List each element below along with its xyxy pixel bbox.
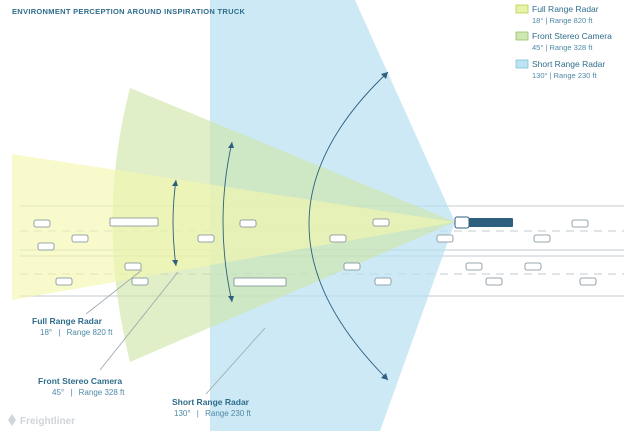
truck-trailer — [233, 277, 287, 287]
camera-range-arc — [222, 141, 233, 303]
full-range-radar-zone — [12, 154, 455, 300]
car — [372, 218, 390, 227]
legend-detail-short-range: 130° | Range 230 ft — [532, 71, 597, 80]
callouts: Full Range Radar 18° | Range 820 ft Fron… — [32, 316, 252, 418]
callout-label-short-range: Short Range Radar — [172, 397, 250, 407]
car — [197, 234, 215, 243]
car — [465, 262, 483, 271]
legend-swatch-camera — [515, 31, 529, 41]
callout-angle: 130° — [174, 409, 191, 418]
page-title: ENVIRONMENT PERCEPTION AROUND INSPIRATIO… — [12, 7, 246, 16]
callout-separator: | — [70, 388, 72, 397]
truck-trailer — [109, 217, 159, 227]
brand-name: Freightliner — [20, 416, 75, 427]
range-arcs — [172, 71, 389, 381]
brand-watermark: Freightliner — [8, 414, 75, 427]
legend-detail-camera: 45° | Range 328 ft — [532, 43, 593, 52]
callout-separator: | — [58, 328, 60, 337]
legend-swatch-short-range — [515, 59, 529, 69]
callout-label-full-range: Full Range Radar — [32, 316, 103, 326]
freightliner-logo-icon — [8, 414, 16, 426]
legend: Full Range Radar 18° | Range 820 ft Fron… — [515, 4, 612, 80]
car — [33, 219, 51, 228]
callout-range: Range 328 ft — [79, 388, 126, 397]
arc-arrowheads — [172, 72, 388, 380]
car — [55, 277, 73, 286]
truck-cab — [454, 216, 470, 229]
legend-label-short-range: Short Range Radar — [532, 59, 605, 69]
car — [571, 219, 589, 228]
callout-detail-camera: 45° | Range 328 ft — [52, 388, 125, 397]
callout-label-camera: Front Stereo Camera — [38, 376, 122, 386]
short-range-arc — [308, 71, 389, 381]
car — [533, 234, 551, 243]
callout-detail-short-range: 130° | Range 230 ft — [174, 409, 252, 418]
legend-swatch-full-range — [515, 4, 529, 14]
car — [124, 262, 142, 271]
car — [37, 242, 55, 251]
car — [71, 234, 89, 243]
full-range-arc — [172, 179, 177, 267]
callout-range: Range 230 ft — [205, 409, 252, 418]
callout-leaders — [85, 269, 266, 395]
full-range-leader — [85, 269, 143, 315]
traffic-vehicles — [33, 217, 597, 287]
car — [329, 234, 347, 243]
inspiration-truck — [454, 216, 513, 229]
legend-detail-full-range: 18° | Range 820 ft — [532, 16, 593, 25]
truck-trailer-body — [458, 218, 513, 227]
callout-angle: 18° — [40, 328, 52, 337]
camera-leader — [99, 271, 179, 371]
callout-angle: 45° — [52, 388, 64, 397]
legend-label-camera: Front Stereo Camera — [532, 31, 612, 41]
callout-detail-full-range: 18° | Range 820 ft — [40, 328, 113, 337]
car — [239, 219, 257, 228]
callout-range: Range 820 ft — [67, 328, 114, 337]
car — [485, 277, 503, 286]
callout-separator: | — [197, 409, 199, 418]
legend-label-full-range: Full Range Radar — [532, 4, 599, 14]
car — [374, 277, 392, 286]
car — [131, 277, 149, 286]
short-range-leader — [205, 327, 266, 395]
car — [524, 262, 542, 271]
car — [579, 277, 597, 286]
car — [436, 234, 454, 243]
car — [343, 262, 361, 271]
